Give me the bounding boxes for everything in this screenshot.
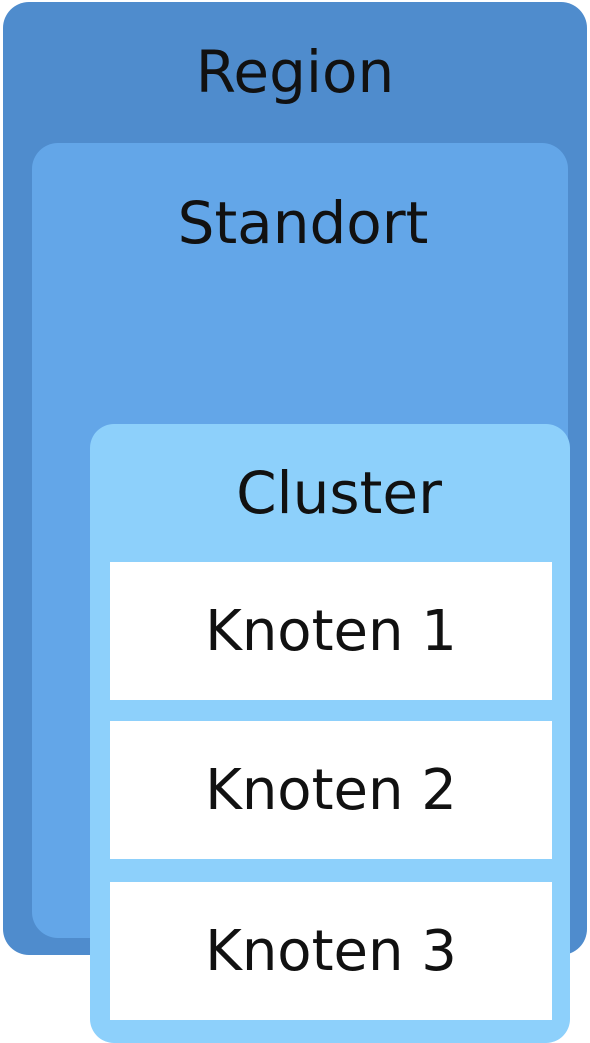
node-label-1: Knoten 1 bbox=[205, 598, 457, 664]
location-label: Standort bbox=[177, 189, 429, 257]
location-container: Standort Cluster Knoten 1 Knoten 2 Knote… bbox=[32, 143, 570, 1043]
cluster-container: Cluster Knoten 1 Knoten 2 Knoten 3 bbox=[90, 424, 570, 1043]
region-container: Region Standort Cluster Knoten 1 Knoten … bbox=[3, 2, 587, 1043]
region-label: Region bbox=[195, 38, 395, 106]
node-label-2: Knoten 2 bbox=[205, 757, 457, 823]
node-box-1: Knoten 1 bbox=[110, 562, 552, 700]
node-label-3: Knoten 3 bbox=[205, 918, 457, 984]
cluster-label: Cluster bbox=[236, 459, 442, 527]
node-box-3: Knoten 3 bbox=[110, 882, 552, 1020]
node-box-2: Knoten 2 bbox=[110, 721, 552, 859]
